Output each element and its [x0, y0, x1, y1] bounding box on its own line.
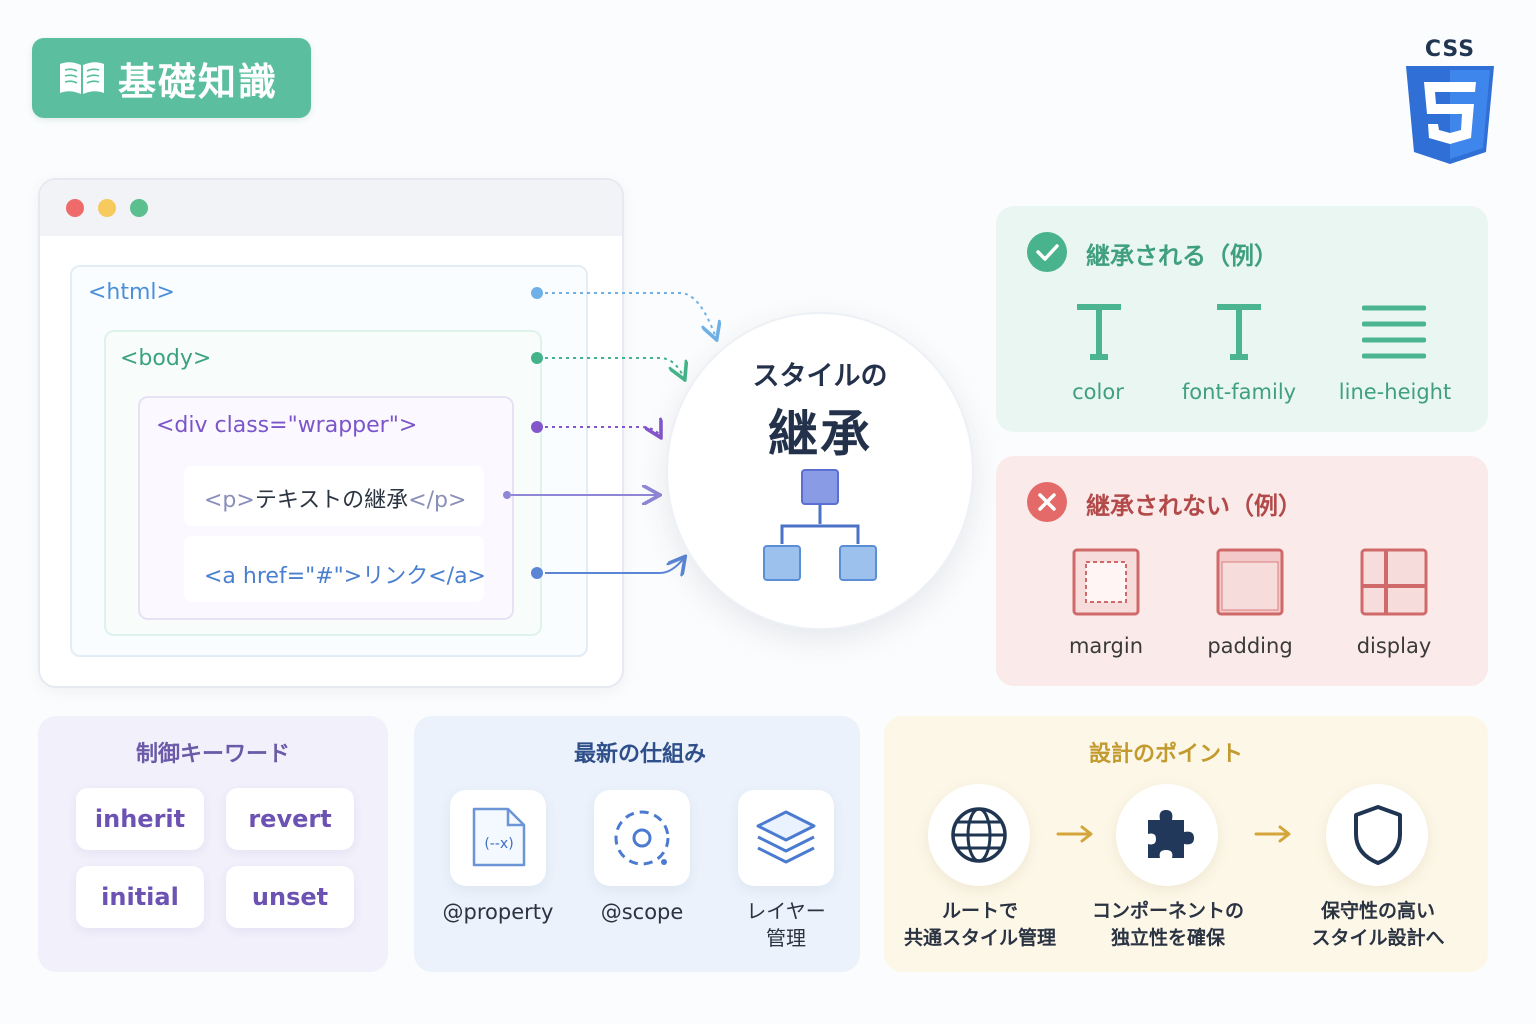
- arrow-right-icon: [1056, 825, 1093, 843]
- property-icon-text: (--x): [484, 836, 513, 852]
- maximize-dot[interactable]: [130, 199, 148, 217]
- modern-features-panel: 最新の仕組み (--x) @property @scope レイヤー 管理: [414, 716, 860, 972]
- padding-box-icon: [1216, 548, 1284, 616]
- p-text: テキストの継承: [254, 488, 409, 513]
- p-close-tag: </p>: [408, 488, 467, 513]
- arrow-right-icon: [1254, 825, 1291, 843]
- property-card[interactable]: (--x): [450, 790, 546, 886]
- not-inherited-title: 継承されない（例）: [1086, 492, 1302, 520]
- design-points-panel: 設計のポイント ルートで 共通スタイル管理 コンポーネントの 独立性を確保 保守…: [884, 716, 1488, 972]
- layers-icon: [756, 810, 816, 864]
- text-t-icon: [1217, 304, 1261, 360]
- point-root-card: [928, 784, 1030, 886]
- keyword-revert[interactable]: revert: [226, 788, 354, 850]
- keyword-inherit[interactable]: inherit: [76, 788, 204, 850]
- inherited-item-label: line-height: [1338, 380, 1452, 404]
- point-root-label: ルートで 共通スタイル管理: [896, 898, 1064, 952]
- point-maintain-line2: スタイル設計へ: [1311, 927, 1445, 949]
- point-component-card: [1116, 784, 1218, 886]
- not-inherited-item-label: padding: [1207, 634, 1293, 658]
- inherited-item-label: color: [1072, 380, 1124, 404]
- scope-label: @scope: [600, 900, 684, 924]
- point-maintain-line1: 保守性の高い: [1320, 900, 1435, 922]
- browser-window: <html> <body> <div class="wrapper"> <p>テ…: [38, 178, 624, 688]
- html-tag: <html>: [88, 280, 175, 305]
- text-t-icon: [1077, 304, 1121, 360]
- layer-label-line2: 管理: [766, 926, 806, 950]
- browser-title-bar: [40, 180, 622, 236]
- custom-property-file-icon: (--x): [472, 807, 526, 867]
- not-inherited-item-label: display: [1356, 634, 1432, 658]
- badge-label: 基礎知識: [118, 59, 279, 104]
- a-element-box: [184, 536, 484, 602]
- style-inheritance-circle: スタイルの 継承: [666, 312, 974, 630]
- hierarchy-tree-icon: [763, 469, 877, 581]
- margin-box-icon: [1072, 548, 1140, 616]
- not-inherited-panel: 継承されない（例） margin padding display: [996, 456, 1488, 686]
- point-component-label: コンポーネントの 独立性を確保: [1084, 898, 1252, 952]
- layer-card[interactable]: [738, 790, 834, 886]
- modern-title: 最新の仕組み: [573, 742, 706, 767]
- section-badge: 基礎知識: [32, 38, 311, 118]
- globe-icon: [951, 807, 1007, 863]
- minimize-dot[interactable]: [98, 199, 116, 217]
- open-book-icon: [60, 62, 104, 94]
- property-label: @property: [442, 900, 554, 924]
- x-circle-icon: [1027, 482, 1067, 522]
- point-maintain-label: 保守性の高い スタイル設計へ: [1294, 898, 1462, 952]
- p-open-tag: <p>: [204, 488, 255, 513]
- html-arrow: [531, 287, 716, 338]
- body-arrow: [531, 352, 684, 378]
- keyword-initial[interactable]: initial: [76, 866, 204, 928]
- div-arrow: [531, 421, 660, 436]
- point-component-line1: コンポーネントの: [1091, 900, 1244, 922]
- not-inherited-item-label: margin: [1068, 634, 1144, 658]
- points-title: 設計のポイント: [1088, 742, 1243, 767]
- control-keywords-panel: 制御キーワード inherit revert initial unset: [38, 716, 388, 972]
- inherited-item-label: font-family: [1181, 380, 1297, 404]
- css3-shield-logo: CSS: [1406, 37, 1494, 164]
- keyword-unset[interactable]: unset: [226, 866, 354, 928]
- div-tag: <div class="wrapper">: [156, 413, 418, 438]
- logo-text: CSS: [1425, 37, 1475, 62]
- puzzle-icon: [1148, 810, 1194, 858]
- inherited-panel: 継承される（例） color font-family line-height: [996, 206, 1488, 432]
- point-maintain-card: [1326, 784, 1428, 886]
- close-dot[interactable]: [66, 199, 84, 217]
- check-circle-icon: [1027, 232, 1067, 272]
- point-root-line2: 共通スタイル管理: [903, 927, 1056, 949]
- layer-label-line1: レイヤー: [746, 899, 826, 923]
- lines-icon: [1362, 305, 1426, 359]
- scope-card[interactable]: [594, 790, 690, 886]
- a-arrow: [531, 558, 684, 579]
- p-arrow: [503, 491, 658, 499]
- a-tag: <a href="#">リンク</a>: [204, 564, 486, 589]
- grid-layout-icon: [1360, 548, 1428, 616]
- inherited-title: 継承される（例）: [1086, 242, 1278, 270]
- circle-title: 継承: [768, 405, 872, 463]
- p-element-box: [184, 466, 484, 526]
- point-root-line1: ルートで: [941, 900, 1018, 922]
- circle-subtitle: スタイルの: [752, 361, 888, 392]
- shield-icon: [1354, 805, 1402, 865]
- p-tag-line: <p>テキストの継承</p>: [204, 482, 466, 514]
- point-component-line2: 独立性を確保: [1110, 927, 1225, 949]
- scope-target-icon: [614, 810, 670, 866]
- body-tag: <body>: [120, 346, 212, 371]
- keywords-title: 制御キーワード: [135, 742, 290, 767]
- layer-label: レイヤー 管理: [716, 898, 856, 952]
